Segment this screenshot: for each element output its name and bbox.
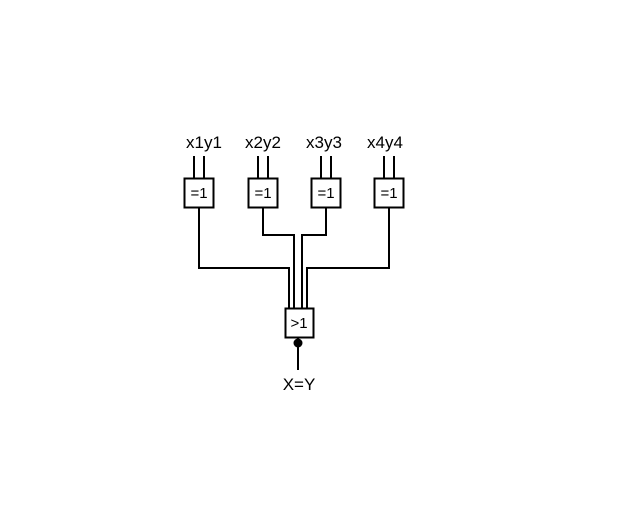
connection-wires (198, 207, 390, 309)
input-label-4: x4y4 (367, 133, 403, 152)
input-label-1: x1y1 (186, 133, 222, 152)
input-label-2: x2y2 (245, 133, 281, 152)
xor-gate-2-label: =1 (254, 185, 271, 202)
or-gate (284, 307, 315, 339)
xor-gate-4-label: =1 (380, 185, 397, 202)
output-label: X=Y (283, 375, 316, 394)
xor-gate-3-label: =1 (317, 185, 334, 202)
xor-gate-1-label: =1 (190, 185, 207, 202)
input-wires (193, 156, 395, 179)
or-gate-label: >1 (290, 315, 307, 332)
negation-bubble (293, 338, 303, 348)
input-label-3: x3y3 (306, 133, 342, 152)
